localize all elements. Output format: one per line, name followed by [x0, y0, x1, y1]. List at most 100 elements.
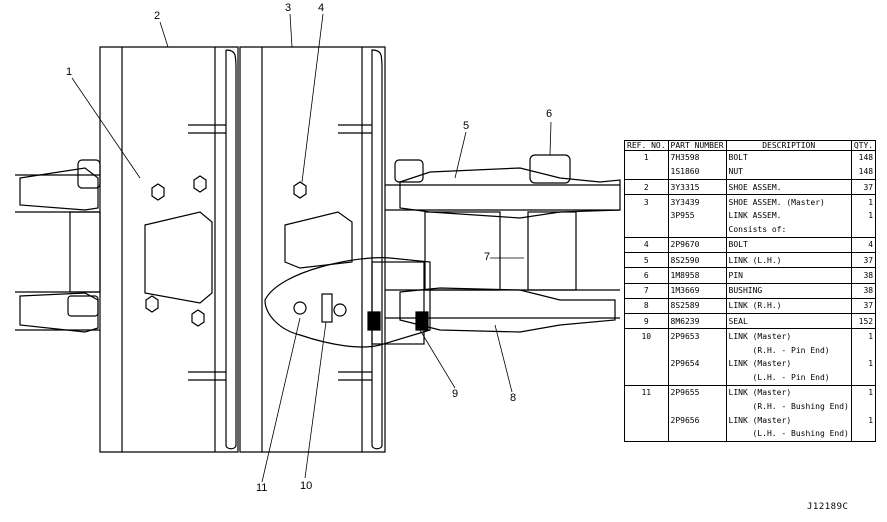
master-pin-bushing	[371, 261, 425, 345]
leader-lines	[71, 13, 552, 483]
table-cell-ref	[624, 356, 669, 371]
table-cell-qty: 38	[850, 282, 877, 299]
table-cell-desc: LINK (Master)	[725, 328, 852, 344]
table-cell-desc: Consists of:	[725, 222, 852, 238]
table-cell-part: 7H3598	[667, 150, 727, 165]
callout-6: 6	[546, 108, 553, 120]
callout-11: 11	[256, 482, 268, 494]
table-cell-ref: 7	[624, 282, 669, 299]
table-cell-ref	[624, 222, 669, 238]
table-cell-qty: 4	[850, 236, 877, 253]
table-cell-qty: 148	[850, 164, 877, 180]
table-cell-desc: BOLT	[725, 150, 852, 165]
table-cell-desc: BOLT	[725, 236, 852, 253]
table-cell-qty: 148	[850, 150, 877, 165]
table-cell-part: 8M6239	[667, 312, 727, 329]
bolt-heads-shoe-2	[145, 175, 207, 327]
table-cell-desc: (R.H. - Bushing End)	[725, 399, 852, 414]
table-cell-desc: BUSHING	[725, 282, 852, 299]
table-cell-qty	[850, 343, 877, 357]
table-cell-ref: 4	[624, 236, 669, 253]
table-row: Consists of:	[624, 222, 877, 238]
table-cell-ref: 11	[624, 384, 669, 400]
callout-10: 10	[300, 480, 313, 492]
master-link-section	[264, 257, 431, 348]
table-cell-part: 8S2589	[667, 297, 727, 314]
master-bolt-10	[321, 293, 333, 323]
description-header: DESCRIPTION	[725, 140, 852, 151]
right-chain	[385, 154, 621, 333]
table-cell-desc: PIN	[725, 267, 852, 284]
ref-no-header: REF. NO.	[624, 140, 669, 151]
table-cell-qty: 1	[850, 384, 877, 400]
callout-5: 5	[463, 120, 470, 132]
callout-3: 3	[285, 2, 292, 14]
table-cell-ref: 5	[624, 252, 669, 268]
table-cell-ref	[624, 209, 669, 223]
table-cell-qty: 37	[850, 178, 877, 195]
table-cell-ref	[624, 399, 669, 414]
left-chain	[15, 159, 101, 333]
table-cell-ref	[624, 343, 669, 357]
table-cell-qty: 1	[850, 209, 877, 223]
callout-1: 1	[66, 66, 73, 78]
table-row: (R.H. - Pin End)	[624, 343, 877, 357]
table-cell-part: 3P955	[667, 209, 727, 223]
table-cell-desc: SHOE ASSEM.	[725, 178, 852, 195]
table-cell-qty: 37	[850, 297, 877, 314]
table-cell-part: 1M8958	[667, 267, 727, 284]
table-cell-desc: (L.H. - Pin End)	[725, 370, 852, 386]
table-cell-ref	[624, 413, 669, 427]
table-cell-part: 1S1860	[667, 164, 727, 180]
table-cell-part: 2P9654	[667, 356, 727, 371]
track-shoe-3	[239, 46, 386, 453]
table-row: (R.H. - Bushing End)	[624, 399, 877, 414]
table-cell-ref: 2	[624, 178, 669, 195]
table-cell-qty: 1	[850, 194, 877, 210]
table-cell-part	[667, 343, 727, 357]
table-cell-qty	[850, 426, 877, 442]
table-cell-part: 2P9656	[667, 413, 727, 427]
table-cell-ref: 8	[624, 297, 669, 314]
drawing-code: J12189C	[807, 502, 849, 512]
bolt-head-4	[293, 181, 307, 199]
table-cell-ref: 9	[624, 312, 669, 329]
table-cell-desc: (R.H. - Pin End)	[725, 343, 852, 357]
table-cell-part	[667, 370, 727, 386]
table-cell-qty: 1	[850, 356, 877, 371]
table-cell-qty: 38	[850, 267, 877, 284]
table-cell-desc: LINK (Master)	[725, 356, 852, 371]
table-cell-desc: SHOE ASSEM. (Master)	[725, 194, 852, 210]
table-cell-part: 3Y3315	[667, 178, 727, 195]
table-cell-ref	[624, 426, 669, 442]
callout-9: 9	[452, 388, 459, 400]
table-cell-qty	[850, 399, 877, 414]
table-cell-desc: (L.H. - Bushing End)	[725, 426, 852, 442]
table-cell-desc: NUT	[725, 164, 852, 180]
table-cell-part	[667, 222, 727, 238]
table-cell-part	[667, 399, 727, 414]
callout-4: 4	[318, 2, 325, 14]
table-cell-part: 1M3669	[667, 282, 727, 299]
table-cell-desc: LINK ASSEM.	[725, 209, 852, 223]
table-cell-qty: 1	[850, 413, 877, 427]
callout-8: 8	[510, 392, 517, 404]
callout-2: 2	[154, 10, 161, 22]
qty-header: QTY.	[850, 140, 877, 151]
table-row: (L.H. - Pin End)	[624, 370, 877, 386]
table-cell-desc: LINK (Master)	[725, 413, 852, 427]
table-cell-qty: 1	[850, 328, 877, 344]
table-cell-ref: 1	[624, 150, 669, 165]
bushing-7	[424, 211, 501, 291]
